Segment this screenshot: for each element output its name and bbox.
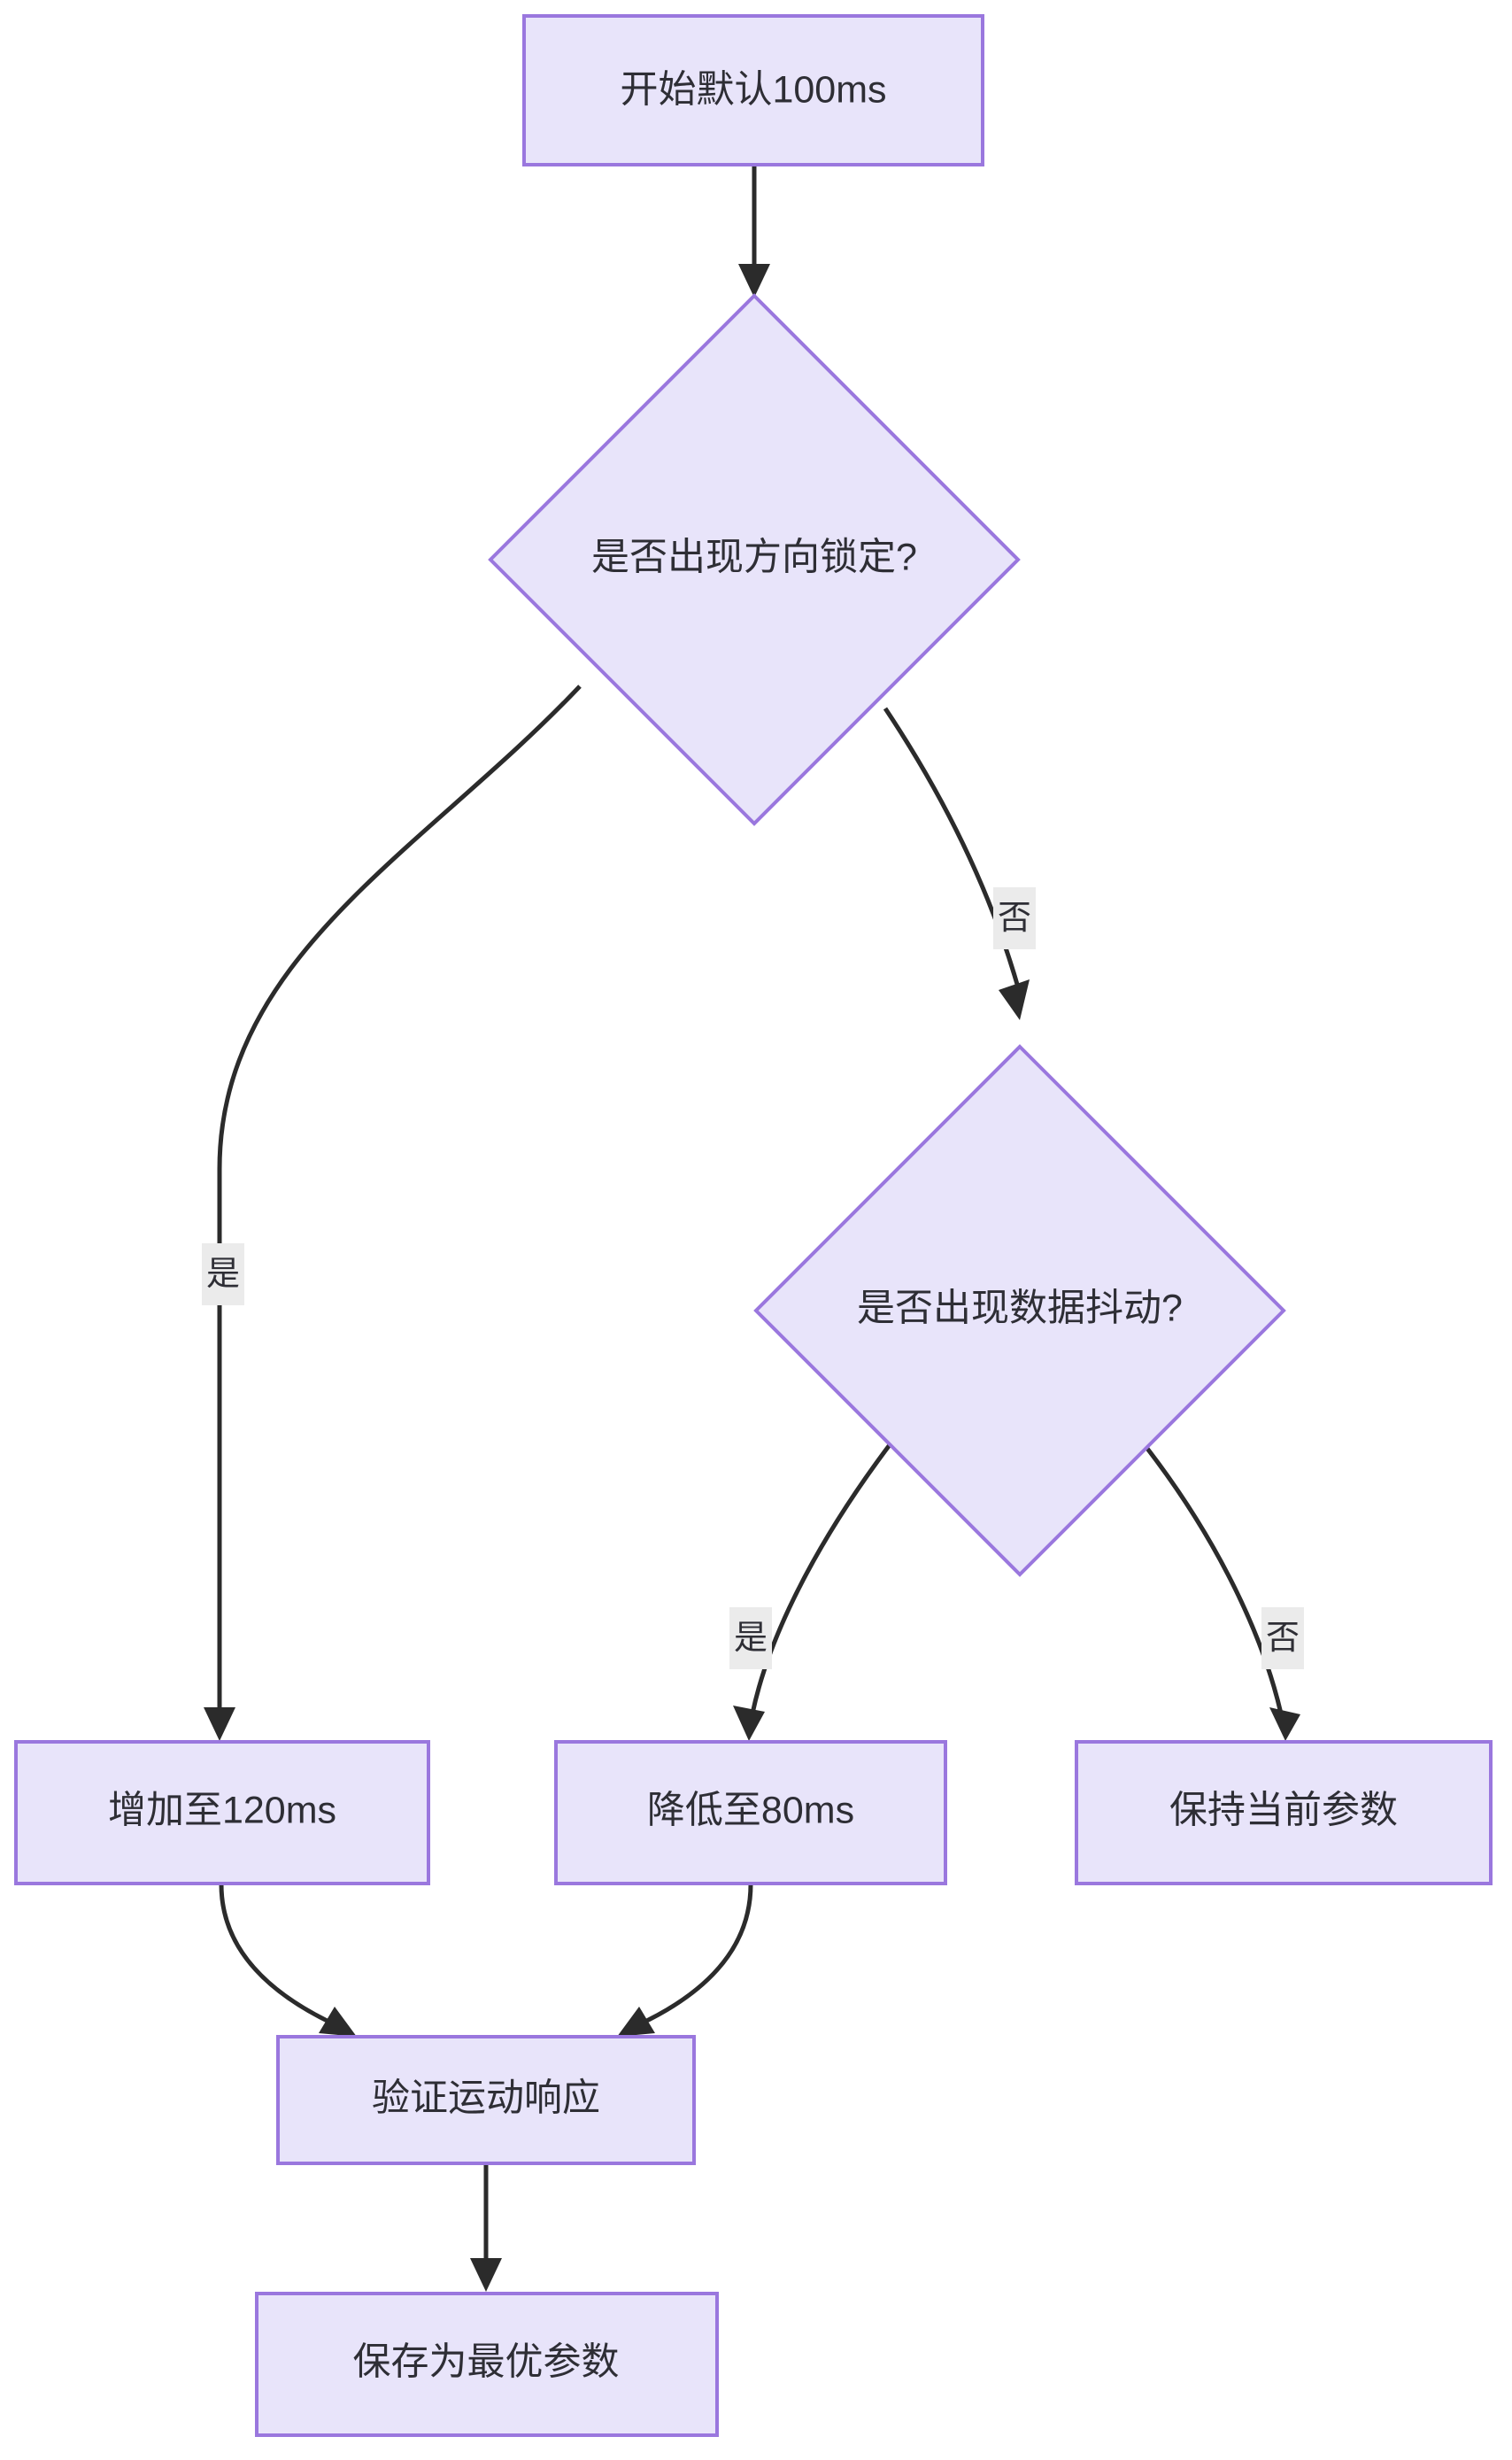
edge-layer [204,166,1300,2292]
node-shape-diamond [753,1044,1286,1577]
edge-inc-to-verify [219,1884,357,2037]
node-label: 是否出现方向锁定? [591,536,917,578]
edge-label-text: 否 [998,900,1031,937]
node-label: 是否出现数据抖动? [857,1287,1183,1329]
node-decrease-80ms[interactable]: 降低至80ms [554,1740,947,1885]
edge-start-to-dec1 [738,166,770,298]
edge-verify-to-save [470,2163,502,2292]
arrow-head [617,2007,655,2037]
edge-label-text: 否 [1266,1620,1300,1657]
edge-line [750,1437,896,1714]
edge-label-dec2-yes: 是 [729,1607,772,1669]
node-label: 保持当前参数 [1169,1789,1398,1831]
edge-dec2-to-keep [1140,1440,1300,1741]
edge-label-dec1-no: 否 [993,887,1036,949]
node-shape-diamond [488,293,1021,826]
node-keep-current-params[interactable]: 保持当前参数 [1075,1740,1493,1885]
arrow-head [204,1707,235,1741]
node-save-optimal-params[interactable]: 保存为最优参数 [255,2292,719,2437]
edge-label-background [202,1243,244,1305]
edge-dec-to-verify [617,1884,753,2037]
edge-label-background [1261,1607,1304,1669]
edge-line [634,1884,753,2029]
edge-dec1-to-inc [204,685,582,1741]
edge-line [883,707,1021,988]
edge-dec2-to-dec [733,1437,896,1741]
node-label: 开始默认100ms [620,68,886,111]
node-label: 验证运动响应 [372,2077,600,2119]
node-shape-rect [276,2035,696,2165]
node-label: 降低至80ms [647,1789,854,1831]
edge-line [217,685,582,1718]
node-shape-rect [1075,1740,1493,1885]
node-verify-motion-response[interactable]: 验证运动响应 [276,2035,696,2165]
arrow-head [733,1706,765,1741]
node-shape-rect [14,1740,430,1885]
node-shape-rect [522,14,984,166]
node-shape-rect [554,1740,947,1885]
node-decision-data-jitter[interactable]: 是否出现数据抖动? [753,1044,1286,1577]
edge-label-text: 是 [206,1256,240,1293]
edge-dec1-to-dec2 [883,707,1030,1020]
edge-line [1140,1440,1284,1714]
node-decision-direction-lock[interactable]: 是否出现方向锁定? [488,293,1021,826]
edge-label-background [993,887,1036,949]
node-label: 增加至120ms [108,1789,336,1831]
arrow-head [738,264,770,298]
edge-label-layer: 是 否 是 否 [202,887,1304,1669]
node-increase-120ms[interactable]: 增加至120ms [14,1740,430,1885]
node-start[interactable]: 开始默认100ms [522,14,984,166]
edge-label-text: 是 [734,1620,768,1657]
edge-line [219,1884,340,2029]
arrow-head [1269,1707,1300,1741]
arrow-head [999,979,1030,1020]
node-label: 保存为最优参数 [353,2340,620,2383]
node-shape-rect [255,2292,719,2437]
edge-label-dec1-yes: 是 [202,1243,244,1305]
edge-label-background [729,1607,772,1669]
arrow-head [470,2258,502,2292]
edge-label-dec2-no: 否 [1261,1607,1304,1669]
node-layer: 开始默认100ms 是否出现方向锁定? 是否出现数据抖动? 增加至120ms 降… [14,14,1493,2437]
arrow-head [319,2007,357,2037]
